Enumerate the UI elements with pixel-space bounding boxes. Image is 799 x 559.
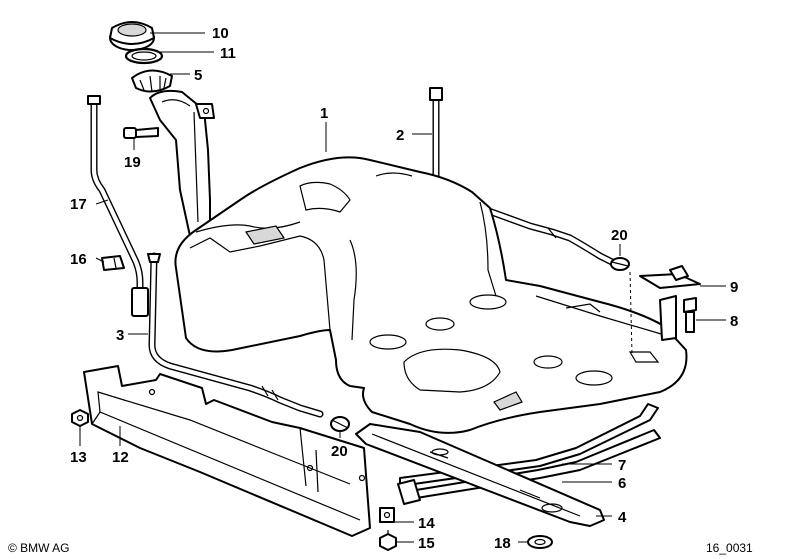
part-18-grommet[interactable]	[527, 535, 553, 549]
callout-19: 19	[124, 154, 141, 171]
callout-10: 10	[212, 25, 229, 42]
callout-9: 9	[730, 279, 738, 296]
part-13-nut[interactable]	[71, 409, 89, 427]
callout-20-upper: 20	[611, 227, 628, 244]
part-10-filler-cap[interactable]	[109, 21, 155, 51]
part-3-fuel-line[interactable]	[147, 252, 324, 418]
return-line	[482, 206, 616, 266]
part-15-screw[interactable]	[379, 530, 397, 551]
callout-8: 8	[730, 313, 738, 330]
part-1-fuel-tank[interactable]	[174, 156, 688, 434]
callout-5: 5	[194, 67, 202, 84]
part-16-clip[interactable]	[101, 255, 125, 271]
callout-labels: 10 11 5 1 2 19 17 16 3 20 9 8 20 13 12 7…	[70, 25, 738, 552]
callout-15: 15	[418, 535, 435, 552]
part-20-hose-clamp-lower[interactable]	[330, 416, 350, 432]
callout-14: 14	[418, 515, 435, 532]
callout-12: 12	[112, 449, 129, 466]
part-19-screw[interactable]	[123, 127, 159, 139]
callout-7: 7	[618, 457, 626, 474]
part-14-clip-nut[interactable]	[379, 507, 395, 523]
callout-16: 16	[70, 251, 87, 268]
part-20-hose-clamp-upper[interactable]	[610, 257, 633, 355]
callout-18: 18	[494, 535, 511, 552]
part-5-retaining-ring[interactable]	[131, 69, 173, 93]
filler-neck	[149, 89, 215, 237]
callout-6: 6	[618, 475, 626, 492]
diagram-code: 16_0031	[706, 541, 753, 555]
callout-3: 3	[116, 327, 124, 344]
part-2-vent-rod[interactable]	[429, 87, 443, 190]
part-4-support-rail[interactable]	[355, 423, 605, 527]
leader-lines	[79, 32, 726, 543]
part-8-screw[interactable]	[683, 297, 697, 333]
callout-11: 11	[220, 45, 236, 62]
copyright-text: © BMW AG	[8, 541, 70, 555]
callout-20-lower: 20	[331, 443, 348, 460]
callout-17: 17	[70, 196, 87, 213]
part-17-vent-pipe[interactable]	[87, 95, 149, 317]
callout-13: 13	[70, 449, 87, 466]
part-9-bracket[interactable]	[639, 265, 701, 341]
callout-2: 2	[396, 127, 404, 144]
callout-4: 4	[618, 509, 627, 526]
part-11-seal-ring[interactable]	[124, 47, 164, 65]
callout-1: 1	[320, 105, 328, 122]
part-12-heat-shield[interactable]	[83, 365, 371, 537]
